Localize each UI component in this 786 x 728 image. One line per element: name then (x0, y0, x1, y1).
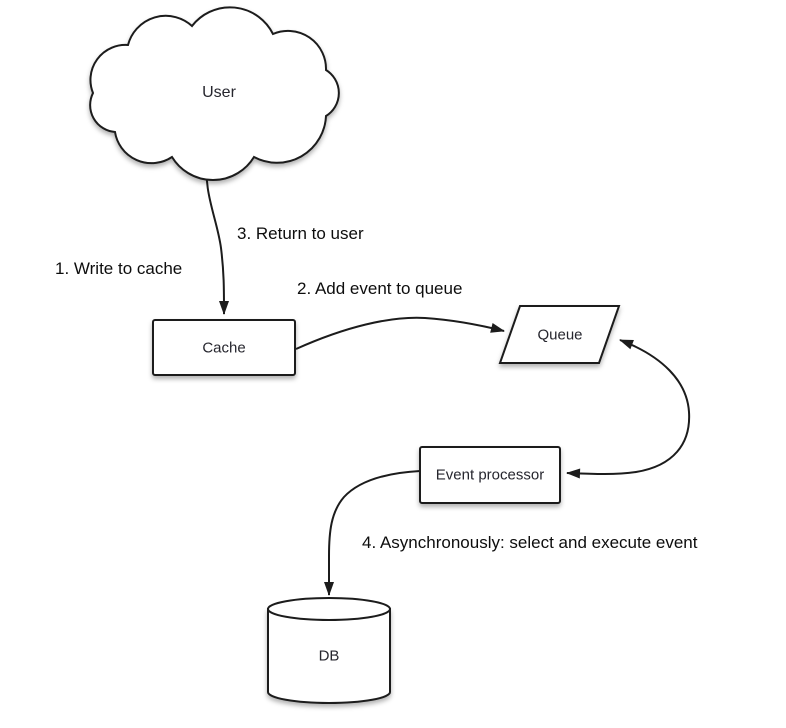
db-cylinder-body (267, 608, 391, 704)
edge-user-to-cache (205, 156, 229, 315)
cache-box (152, 319, 296, 376)
user-label: User (202, 83, 236, 101)
event-processor-label: Event processor (435, 466, 545, 484)
edge-label-write-to-cache: 1. Write to cache (55, 259, 183, 278)
event-processor-box (419, 446, 561, 504)
edge-event-processor-to-db (324, 470, 421, 596)
queue-parallelogram (498, 305, 621, 364)
edge-cache-to-queue (295, 316, 505, 350)
user-cloud-shape (89, 6, 340, 182)
edge-label-return-to-user: 3. Return to user (237, 224, 364, 243)
edge-queue-event-processor-bidirectional (566, 339, 691, 479)
queue-label: Queue (537, 326, 583, 344)
db-cylinder-top (267, 597, 391, 621)
edge-label-add-event-to-queue: 2. Add event to queue (297, 279, 463, 298)
cache-label: Cache (202, 339, 246, 357)
edge-label-async-select-execute: 4. Asynchronously: select and execute ev… (362, 533, 698, 552)
db-label: DB (318, 647, 340, 665)
